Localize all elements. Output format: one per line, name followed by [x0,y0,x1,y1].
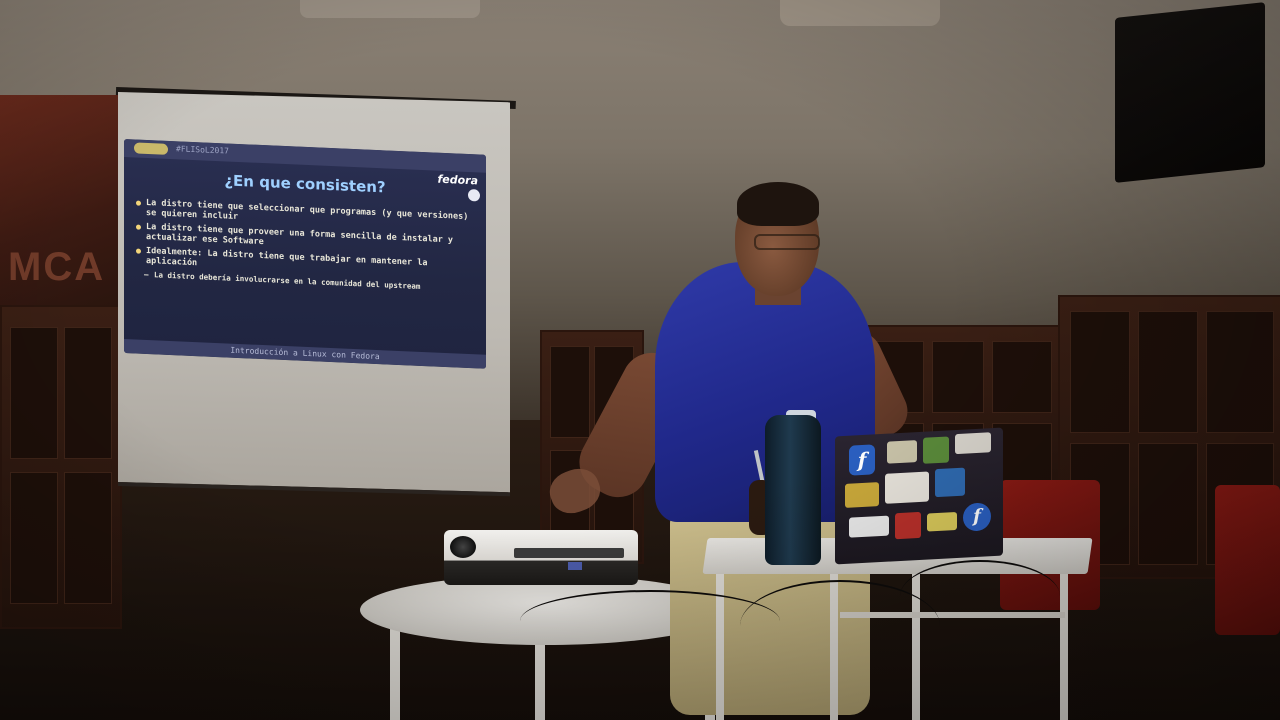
cable [520,590,780,652]
sticker [895,511,921,540]
sticker [849,515,889,538]
vga-port [568,562,582,570]
table-leg [535,630,545,720]
projected-slide: #FLISoL2017 fedora ¿En que consisten? La… [124,139,486,369]
bookshelf [0,305,122,629]
thermos [765,415,821,565]
fedora-sticker: f [963,502,991,532]
sticker [885,471,929,504]
table-leg [390,620,400,720]
slide-hashtag: #FLISoL2017 [176,144,229,156]
glasses [754,234,820,250]
sticker [935,467,965,498]
presenter-hair [737,182,819,226]
fedora-sticker: f [849,444,875,476]
sticker [927,512,957,532]
sticker [923,436,949,464]
ceiling-fixture [300,0,480,18]
wall-speaker [1115,2,1265,183]
cable [900,560,1060,632]
laptop: f f [835,427,1003,565]
ceiling-fixture [780,0,940,26]
red-chair [1215,485,1280,635]
sticker [955,432,991,455]
slide-logo [134,142,168,155]
sticker [887,440,917,464]
slide-bullet-list: La distro tiene que seleccionar que prog… [136,198,476,299]
projector-ports [514,548,624,558]
wall-poster: MCA [0,95,125,305]
sticker [845,482,879,508]
poster-text: MCA [8,245,106,289]
slide-title: ¿En que consisten? [224,171,386,197]
cable [740,580,940,672]
table-leg [1060,565,1068,720]
projector-lens [450,536,476,558]
projector [444,522,640,594]
